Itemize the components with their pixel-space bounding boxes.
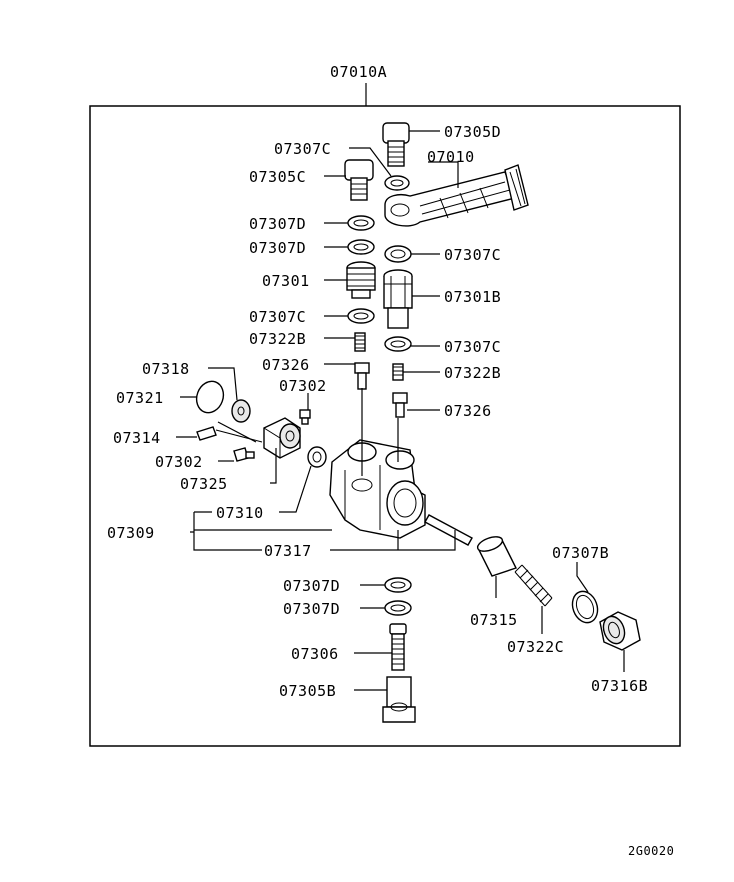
figure-code: 2G0020 xyxy=(628,844,674,858)
callout-07326-left: 07326 xyxy=(262,356,310,374)
callout-07305d: 07305D xyxy=(444,123,501,141)
banjo-bolt-07305d xyxy=(382,122,410,167)
diagram-frame xyxy=(89,105,681,747)
housing-07309 xyxy=(329,439,426,539)
washer-07307d-2 xyxy=(347,239,375,255)
banjo-bolt-07305c xyxy=(344,159,374,201)
callout-07305c: 07305C xyxy=(249,168,306,186)
plug-07316b xyxy=(599,611,641,651)
washer-07307d-3 xyxy=(384,577,412,593)
screw-07302-lower xyxy=(233,447,255,462)
callout-07301: 07301 xyxy=(262,272,310,290)
spring-07322c xyxy=(514,564,553,607)
banjo-bolt-07305b xyxy=(382,676,416,723)
callout-07307c-right-2: 07307C xyxy=(444,338,501,356)
valve-07326-right xyxy=(392,392,408,418)
callout-07317: 07317 xyxy=(264,542,312,560)
callout-07307d-2: 07307D xyxy=(249,239,306,257)
sleeve-07315 xyxy=(476,536,517,577)
o-ring-07307b xyxy=(571,590,599,624)
callout-07302-upper: 07302 xyxy=(279,377,327,395)
spring-07322b-left xyxy=(354,332,366,352)
callout-07310: 07310 xyxy=(216,504,264,522)
leader-lines xyxy=(176,130,625,691)
pin-07314 xyxy=(196,426,217,441)
callout-07305b: 07305B xyxy=(279,682,336,700)
shaft-07317 xyxy=(424,514,473,546)
callout-07316b: 07316B xyxy=(591,677,648,695)
callout-07302-lower: 07302 xyxy=(155,453,203,471)
lever-07325 xyxy=(263,417,301,459)
spring-07306 xyxy=(389,623,407,671)
bushing-07310 xyxy=(307,446,327,468)
washer-07307d-4 xyxy=(384,600,412,616)
callout-07322b-right: 07322B xyxy=(444,364,501,382)
screw-07302-upper xyxy=(299,409,311,425)
callout-07309: 07309 xyxy=(107,524,155,542)
washer-07307c-right-1 xyxy=(384,245,412,263)
callout-07010: 07010 xyxy=(427,148,475,166)
callout-07307d-1: 07307D xyxy=(249,215,306,233)
callout-07326-right: 07326 xyxy=(444,402,492,420)
callout-07322c: 07322C xyxy=(507,638,564,656)
callout-07318: 07318 xyxy=(142,360,190,378)
callout-07307c-top: 07307C xyxy=(274,140,331,158)
callout-07325: 07325 xyxy=(180,475,228,493)
washer-07307c-top xyxy=(384,175,410,191)
callout-07307d-3: 07307D xyxy=(283,577,340,595)
pin-guide-line xyxy=(215,429,263,443)
callout-07321: 07321 xyxy=(116,389,164,407)
banjo-fitting-07010 xyxy=(384,164,529,227)
callout-07315: 07315 xyxy=(470,611,518,629)
washer-07307d-1 xyxy=(347,215,375,231)
callout-07301b: 07301B xyxy=(444,288,501,306)
cap-07318 xyxy=(231,399,251,423)
assembly-label: 07010A xyxy=(330,63,387,81)
washer-07307c-mid xyxy=(347,308,375,324)
callout-07307c-mid: 07307C xyxy=(249,308,306,326)
valve-07326-left xyxy=(354,362,370,390)
o-ring-07321 xyxy=(195,380,225,414)
callout-07322b-left: 07322B xyxy=(249,330,306,348)
callout-07306: 07306 xyxy=(291,645,339,663)
callout-07307b: 07307B xyxy=(552,544,609,562)
callout-07307d-4: 07307D xyxy=(283,600,340,618)
valve-holder-07301 xyxy=(346,261,376,299)
valve-holder-07301b xyxy=(383,269,413,329)
callout-07314: 07314 xyxy=(113,429,161,447)
callout-07307c-right-1: 07307C xyxy=(444,246,501,264)
spring-07322b-right xyxy=(392,363,404,381)
washer-07307c-right-2 xyxy=(384,336,412,352)
